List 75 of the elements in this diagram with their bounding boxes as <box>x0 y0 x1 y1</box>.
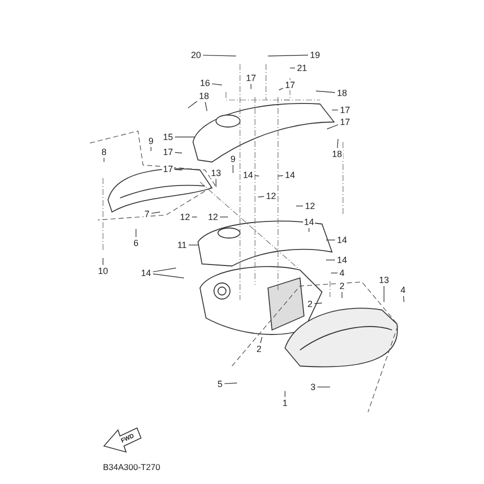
callout-number: 14 <box>303 217 315 227</box>
callout-number: 18 <box>198 91 210 101</box>
callout-number: 9 <box>230 154 236 164</box>
callout-number: 14 <box>336 235 348 245</box>
leader-line <box>254 175 260 176</box>
callout-number: 14 <box>242 170 254 180</box>
callout-number: 18 <box>336 88 348 98</box>
leader-line <box>174 136 196 138</box>
callout-number: 21 <box>296 63 308 73</box>
callout-number: 3 <box>310 382 316 392</box>
callout-number: 2 <box>306 299 314 309</box>
callout-number: 7 <box>144 209 150 219</box>
leader-line <box>268 54 308 56</box>
leader-line <box>330 272 338 274</box>
leader-line <box>174 152 182 154</box>
callout-number: 17 <box>245 73 257 83</box>
callout-number: 10 <box>97 266 109 276</box>
callout-number: 18 <box>331 149 343 159</box>
leader-line <box>220 216 228 218</box>
leader-line <box>151 212 160 214</box>
callout-number: 12 <box>304 201 316 211</box>
callout-number: 20 <box>190 50 202 60</box>
leader-line <box>188 100 198 108</box>
callout-number: 16 <box>199 78 211 88</box>
leader-line <box>317 386 330 388</box>
callout-number: 17 <box>339 117 351 127</box>
leader-line <box>152 274 184 278</box>
callout-number: 5 <box>216 379 224 389</box>
callout-number: 12 <box>207 212 219 222</box>
callout-number: 17 <box>162 164 174 174</box>
callout-number: 14 <box>336 255 348 265</box>
leader-line <box>202 54 236 56</box>
callout-number: 14 <box>140 268 152 278</box>
leader-line <box>326 124 338 130</box>
callout-number: 17 <box>284 80 296 90</box>
callout-number: 11 <box>176 240 188 250</box>
callout-number: 12 <box>265 191 277 201</box>
leader-line <box>192 216 198 218</box>
drawing-code: B34A300-T270 <box>103 462 160 472</box>
callout-number: 2 <box>256 344 262 354</box>
callout-number: 2 <box>338 281 346 291</box>
leader-line <box>308 228 310 232</box>
callout-number: 17 <box>162 147 174 157</box>
leader-line <box>258 196 264 198</box>
leader-line <box>188 244 198 246</box>
callout-number: 17 <box>339 105 351 115</box>
leader-line <box>278 175 284 176</box>
leader-line <box>403 296 404 302</box>
callout-number: 1 <box>282 398 288 408</box>
callout-number: 8 <box>100 147 108 157</box>
callout-number: 19 <box>309 50 321 60</box>
callout-number: 4 <box>338 268 346 278</box>
leader-line <box>174 169 182 170</box>
leader-line <box>337 138 338 148</box>
callout-number: 13 <box>378 275 390 285</box>
leader-line <box>316 90 336 93</box>
leader-line <box>102 258 104 266</box>
callout-number: 4 <box>400 285 406 295</box>
leader-line <box>284 390 286 398</box>
leader-line <box>260 336 262 344</box>
leader-line <box>250 84 252 90</box>
callout-number: 6 <box>132 238 140 248</box>
leader-line <box>224 382 238 384</box>
leader-line <box>278 88 284 90</box>
leader-line <box>314 302 322 304</box>
leader-line <box>152 268 176 272</box>
leader-line <box>212 83 222 86</box>
callout-number: 15 <box>162 132 174 142</box>
callout-number: 13 <box>210 168 222 178</box>
leader-line <box>150 146 152 152</box>
callout-number: 12 <box>179 212 191 222</box>
callout-number: 9 <box>148 136 154 146</box>
leader-line <box>204 102 208 112</box>
callout-number: 14 <box>284 170 296 180</box>
leader-line <box>232 164 234 174</box>
